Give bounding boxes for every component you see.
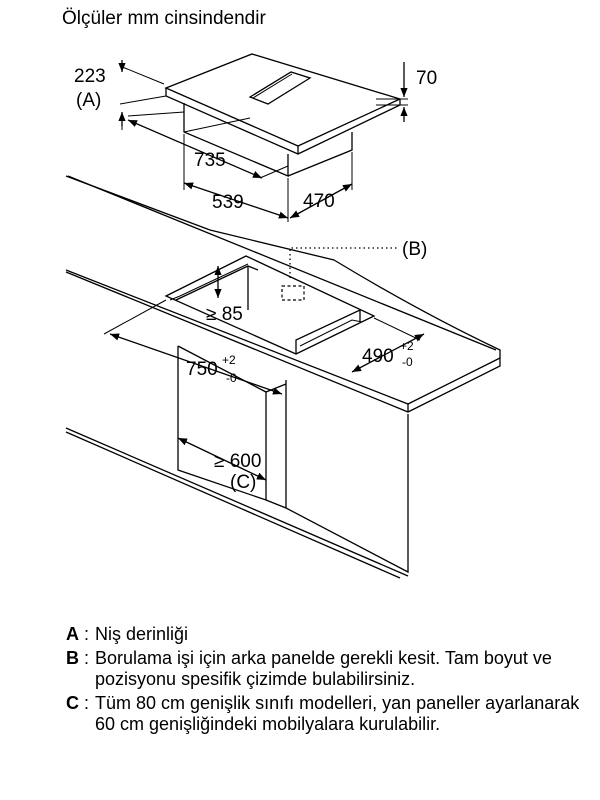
dim-label-c: (C): [230, 472, 256, 493]
worktop-drawing: [65, 175, 501, 413]
dim-470: 470: [303, 191, 335, 212]
pipe-cutout-icon: [281, 285, 305, 301]
cabinet-drawing: [65, 345, 409, 579]
dim-735: 735: [194, 150, 226, 171]
legend: A: Niş derinliği B: Borulama işi için ar…: [66, 624, 586, 738]
cooktop-glass: [164, 53, 402, 147]
dim-70: 70: [416, 68, 437, 89]
worktop-cutout: [164, 255, 376, 355]
cooktop-vent-icon: [248, 71, 312, 105]
legend-text: Niş derinliği: [95, 624, 189, 644]
dim-539: 539: [212, 192, 244, 213]
dim-223: 223: [74, 66, 106, 87]
legend-text: Borulama işi için arka panelde gerekli k…: [95, 648, 552, 689]
dim-600: ≥ 600: [214, 451, 261, 472]
legend-key: A: [66, 624, 79, 644]
legend-key: C: [66, 693, 79, 713]
legend-item-a: A: Niş derinliği: [66, 624, 586, 645]
legend-text: Tüm 80 cm genişlik sınıfı modelleri, yan…: [95, 693, 580, 734]
legend-key: B: [66, 648, 79, 668]
svg-text:-0: -0: [226, 371, 237, 385]
svg-text:+2: +2: [400, 339, 414, 353]
dim-490: 490: [362, 346, 394, 367]
dim-label-b: (B): [402, 239, 427, 260]
legend-item-c: C: Tüm 80 cm genişlik sınıfı modelleri, …: [66, 693, 586, 735]
svg-text:+2: +2: [222, 353, 236, 367]
dim-750: 750: [186, 359, 218, 380]
dim-label-a: (A): [76, 90, 101, 111]
page-title: Ölçüler mm cinsindendir: [62, 8, 266, 29]
legend-item-b: B: Borulama işi için arka panelde gerekl…: [66, 648, 586, 690]
dim-85: ≥ 85: [206, 304, 243, 325]
svg-text:-0: -0: [402, 355, 413, 369]
